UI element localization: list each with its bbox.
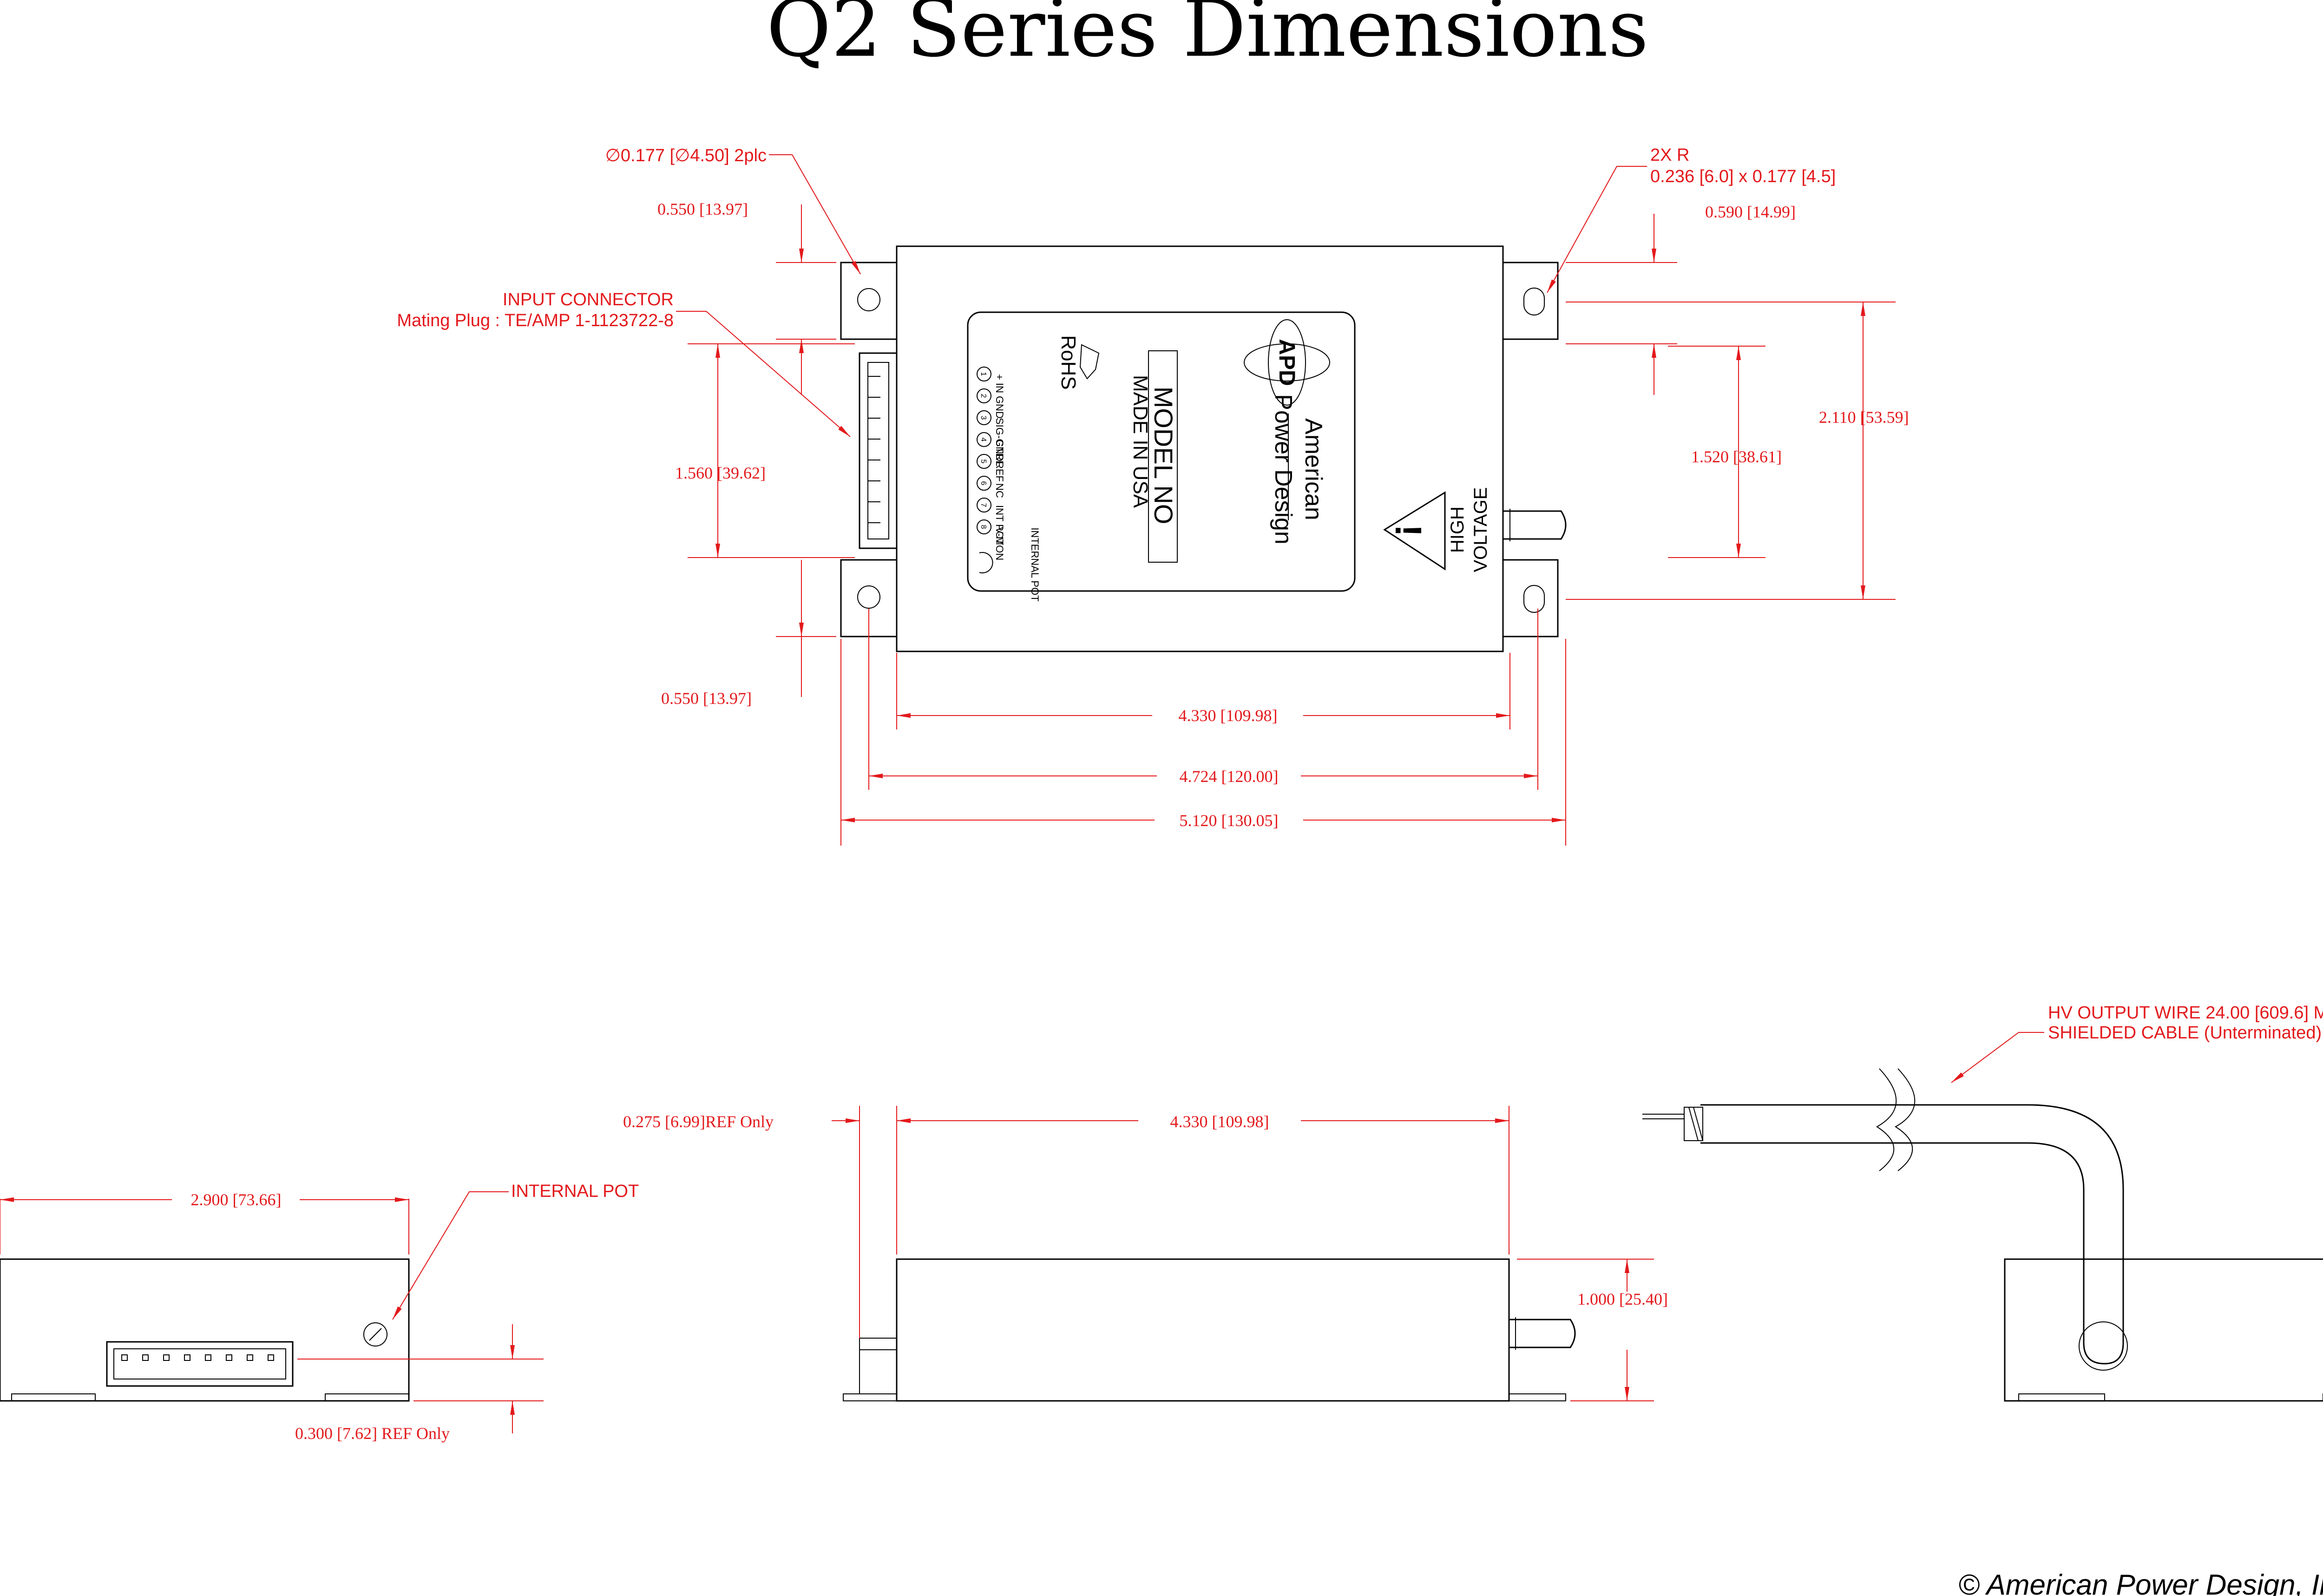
input-connector-inner [867, 362, 889, 539]
slot-callout-line1: 2X R [1650, 145, 1689, 165]
high-voltage-line2: VOLTAGE [1470, 487, 1491, 572]
warning-triangle-icon [1383, 491, 1446, 571]
top-view: APD American Power Design MODEL NO MADE … [840, 245, 1567, 652]
svg-text:2: 2 [979, 394, 987, 398]
end-connector-inner [113, 1348, 286, 1379]
end-view: 2.900 [73.66] INTERNAL POT 0.300 [7.62] … [0, 1182, 639, 1443]
input-connector [859, 352, 898, 549]
svg-text:INT POT: INT POT [994, 505, 1005, 545]
hv-wire-note-line1: HV OUTPUT WIRE 24.00 [609.6] Min. length [2048, 1003, 2323, 1023]
end-connector [106, 1341, 294, 1387]
dim-flange: 0.275 [6.99]REF Only [623, 1112, 774, 1131]
copyright: © American Power Design, Inc. [1958, 1569, 2323, 1596]
cable-grommet [2079, 1321, 2128, 1371]
end-flange-left [11, 1393, 96, 1401]
dim-top-right-offset: 0.590 [14.99] [1705, 203, 1796, 221]
rohs-leaf-icon [1079, 344, 1100, 380]
input-connector-note-line2: Mating Plug : TE/AMP 1-1123722-8 [397, 311, 674, 330]
side-flange-right [1509, 1393, 1566, 1401]
connector-pins [868, 376, 880, 523]
internal-pot-label: INTERNAL POT [1029, 527, 1041, 601]
internal-pot-end [363, 1322, 387, 1346]
side-flange-left [843, 1393, 897, 1401]
dim-overall-length: 5.120 [130.05] [1180, 811, 1279, 830]
brand-line2: Power Design [1270, 394, 1297, 545]
dim-side-body-length: 4.330 [109.98] [1170, 1112, 1269, 1131]
pinout-legend: 1 + IN 2 GND 3 SIG-GND 4 CTRL 5 REF 6 NC… [977, 367, 1005, 560]
cable-end-flange-left [2018, 1393, 2105, 1401]
mount-slot-top-right [1523, 288, 1545, 315]
mount-slot-bottom-right [1523, 585, 1545, 613]
internal-pot-note: INTERNAL POT [511, 1182, 639, 1201]
svg-text:NC: NC [994, 483, 1005, 498]
side-view: 0.275 [6.99]REF Only 4.330 [109.98] 1.00… [623, 1106, 1668, 1402]
svg-text:5: 5 [979, 460, 987, 464]
dim-top-left-offset: 0.550 [13.97] [657, 200, 748, 218]
dim-connector-height: 0.300 [7.62] REF Only [295, 1424, 450, 1443]
mount-tab-top-right [1502, 262, 1559, 340]
top-view-dimensions: ∅0.177 [∅4.50] 2plc 2X R 0.236 [6.0] x 0… [397, 145, 1909, 846]
dim-end-width: 2.900 [73.66] [191, 1190, 282, 1209]
svg-text:CTRL: CTRL [994, 440, 1005, 466]
cable-break-mark [1876, 1068, 1897, 1171]
mount-tab-top-left [840, 262, 898, 340]
mount-hole-bottom-left [857, 585, 880, 609]
module-body-side [896, 1258, 1510, 1402]
svg-text:3: 3 [979, 416, 987, 420]
model-number: MODEL NO [1149, 387, 1178, 525]
dim-connector-span: 1.560 [39.62] [675, 464, 766, 482]
dim-hole-span: 4.724 [120.00] [1180, 767, 1279, 786]
svg-text:APD: APD [1274, 339, 1299, 386]
svg-text:SIG-GND: SIG-GND [994, 418, 1005, 461]
end-flange-right [325, 1393, 409, 1401]
mount-tab-bottom-right [1502, 559, 1559, 637]
hv-cable-stub-top [1503, 510, 1567, 540]
rohs-mark: RoHS [1057, 335, 1080, 389]
mount-hole-top-left [857, 288, 880, 311]
slot-callout-line2: 0.236 [6.0] x 0.177 [4.5] [1650, 167, 1836, 186]
svg-text:+ IN: + IN [994, 374, 1005, 393]
input-connector-note-line1: INPUT CONNECTOR [503, 290, 674, 309]
hv-output-cable [1700, 1104, 2124, 1365]
svg-text:4: 4 [979, 438, 987, 442]
cable-view: HV OUTPUT WIRE 24.00 [609.6] Min. length… [1642, 1003, 2323, 1402]
warning-symbol: ! [1388, 525, 1429, 537]
module-body-end [0, 1258, 410, 1402]
dim-height: 1.000 [25.40] [1577, 1290, 1668, 1308]
dim-mount-span-right: 1.520 [38.61] [1691, 447, 1782, 466]
model-number-box [1148, 350, 1178, 563]
hole-callout: ∅0.177 [∅4.50] 2plc [605, 146, 767, 165]
end-connector-pins [121, 1354, 274, 1361]
module-body-cable-end [2004, 1258, 2323, 1402]
svg-text:7: 7 [979, 503, 987, 507]
brand-line1: American [1300, 418, 1327, 520]
pot-rotate-icon [979, 552, 993, 573]
dim-overall-width: 2.110 [53.59] [1819, 408, 1909, 427]
svg-text:GND: GND [994, 396, 1005, 419]
hv-cable-stub-side [1509, 1319, 1576, 1348]
svg-text:1: 1 [979, 372, 987, 376]
made-in-usa: MADE IN USA [1129, 375, 1152, 508]
dim-bottom-left-offset: 0.550 [13.97] [661, 689, 752, 708]
hv-wire-note-line2: SHIELDED CABLE (Unterminated) [2048, 1023, 2322, 1043]
page-title: Q2 Series Dimensions [767, 0, 1649, 75]
side-connector [859, 1338, 897, 1394]
svg-text:REF: REF [994, 461, 1005, 482]
high-voltage-line1: HIGH [1447, 506, 1468, 553]
svg-text:6: 6 [979, 481, 987, 486]
dim-body-length: 4.330 [109.98] [1179, 706, 1278, 725]
product-label [967, 311, 1356, 592]
svg-text:8: 8 [979, 525, 987, 529]
svg-text:V-MON: V-MON [994, 527, 1005, 560]
apd-logo: APD [1244, 319, 1330, 406]
